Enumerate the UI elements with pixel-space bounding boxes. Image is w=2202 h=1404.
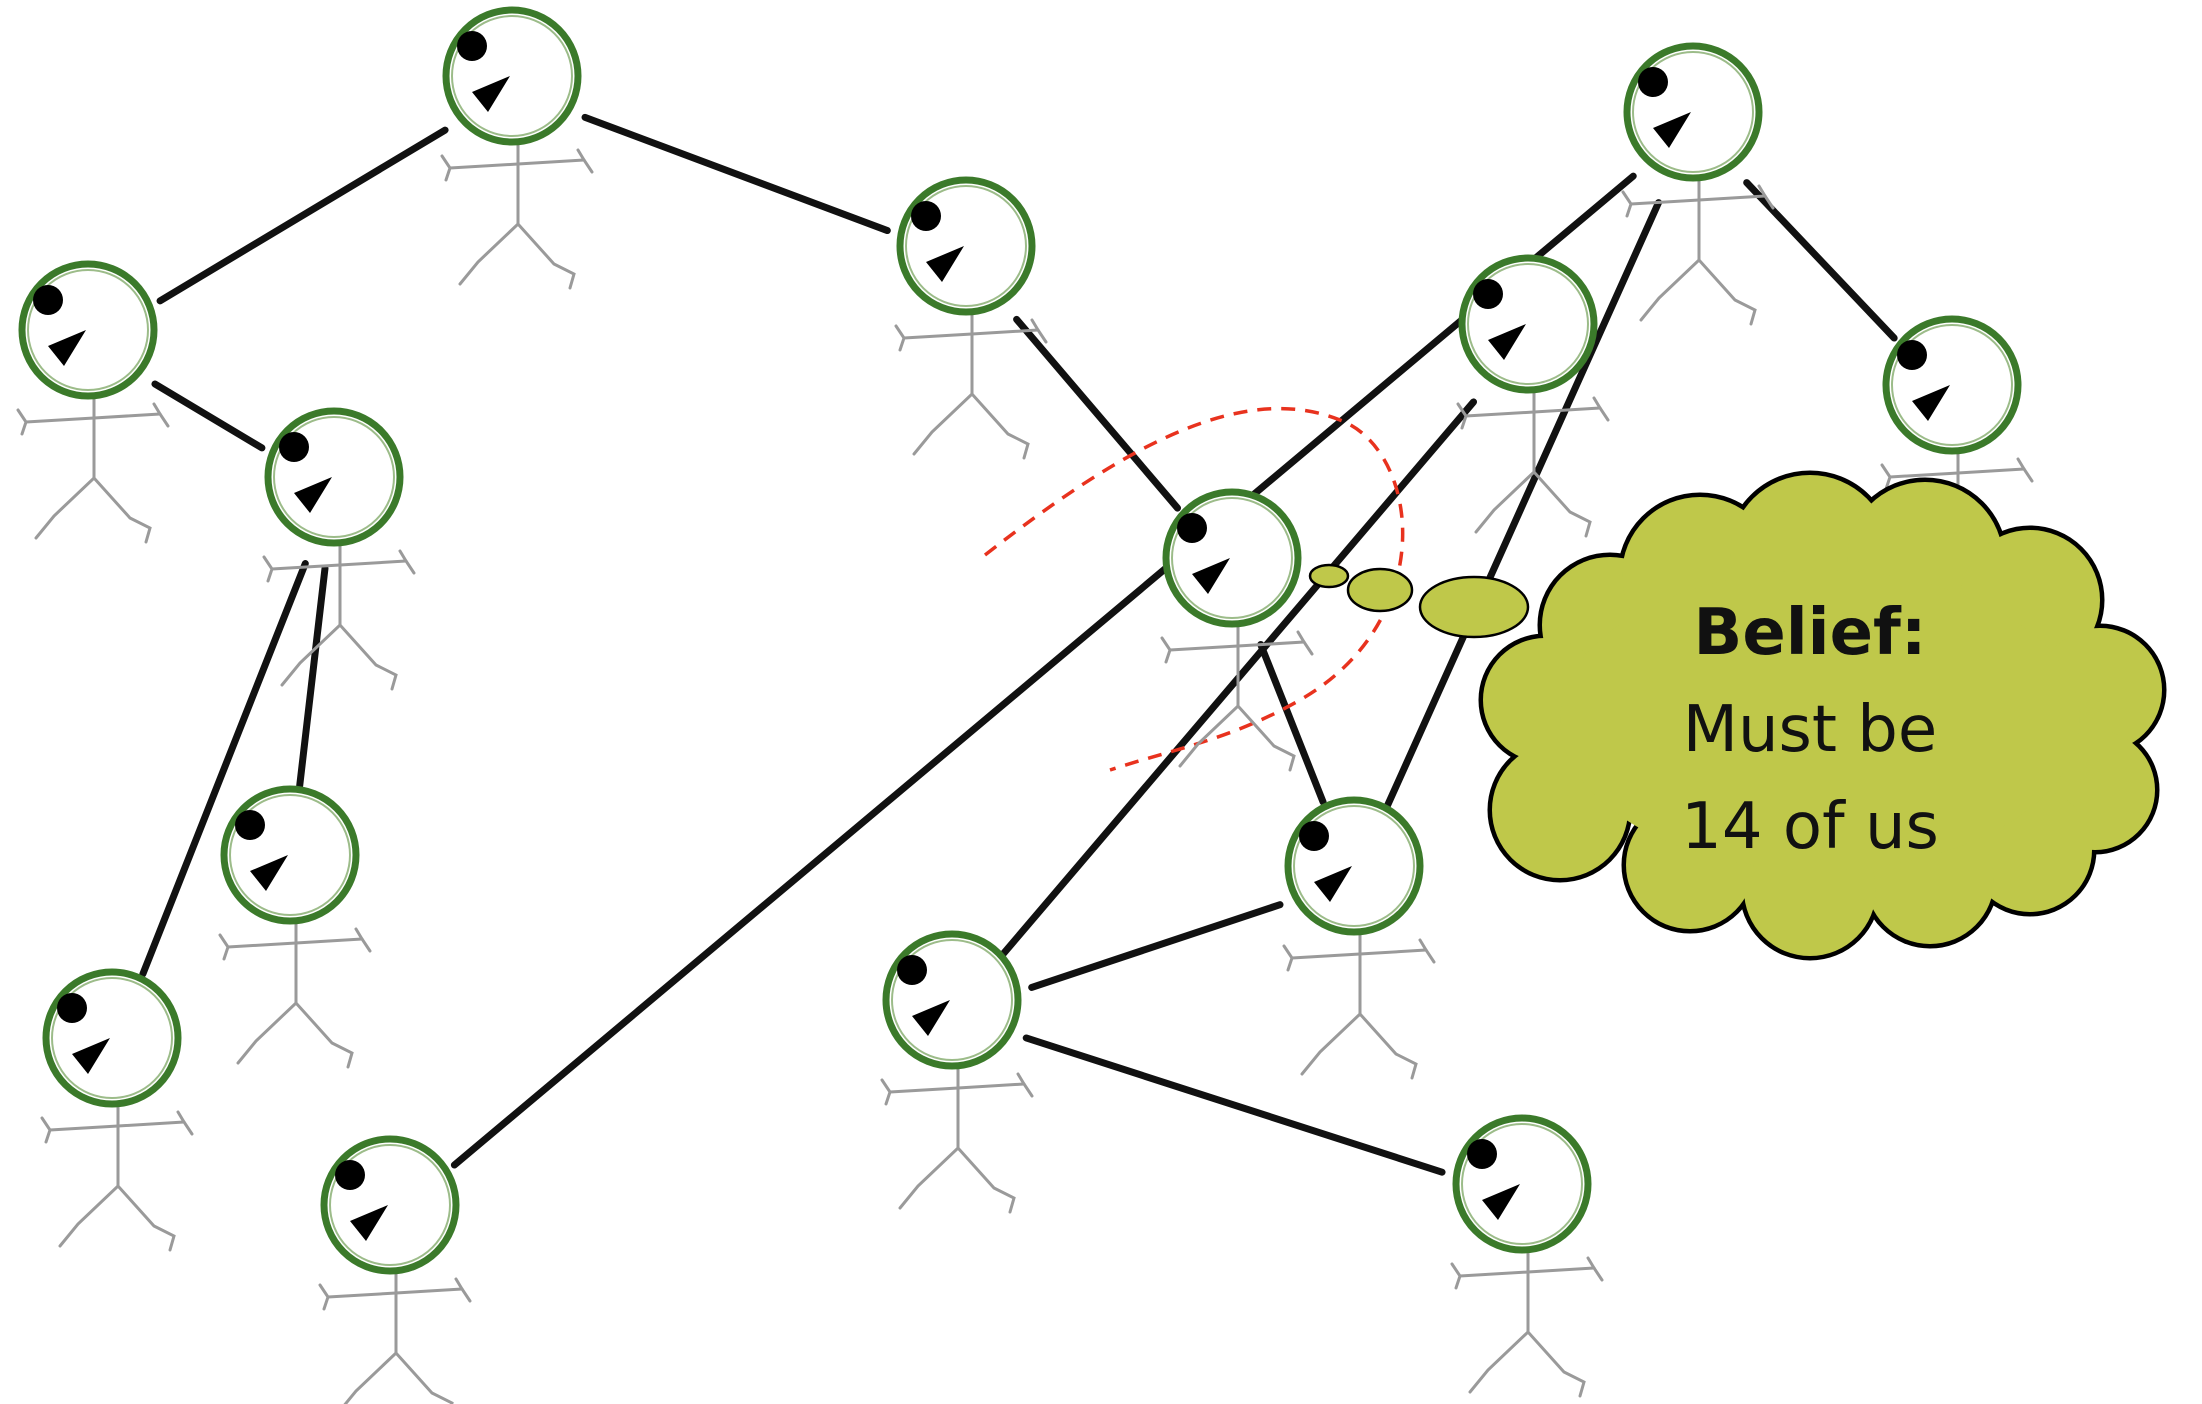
stick-body [1160, 622, 1314, 772]
mouth-wedge [350, 1205, 388, 1241]
person-node-n14 [318, 1135, 472, 1404]
person-node-n9 [880, 930, 1034, 1214]
edge-line-1 [156, 126, 449, 305]
eye-dot [457, 31, 487, 61]
people-nodes [16, 6, 2034, 1404]
head-circle [1162, 488, 1302, 628]
stick-body [262, 541, 416, 691]
edge-line-8 [1028, 901, 1284, 991]
eye-dot [235, 810, 265, 840]
eye-dot [1467, 1139, 1497, 1169]
edge-line-13 [450, 172, 1637, 1169]
knowledge-horizon [983, 406, 1405, 772]
mouth-wedge [1912, 385, 1950, 421]
mouth-wedge [294, 477, 332, 513]
mouth-wedge [1192, 558, 1230, 594]
head-circle [442, 6, 582, 146]
head-circle [896, 176, 1036, 316]
stick-body [894, 310, 1048, 460]
stick-body [1450, 1248, 1604, 1398]
edge-line-12 [1743, 179, 1898, 342]
bubble-line-1: Must be [1682, 693, 1938, 767]
head-circle [1284, 796, 1424, 936]
person-node-n5 [218, 785, 372, 1069]
stick-body [1456, 388, 1610, 538]
mouth-wedge [1488, 324, 1526, 360]
person-node-n11 [1456, 254, 1610, 538]
edge-line-4 [139, 560, 309, 978]
bubble-trail-3 [1418, 575, 1530, 639]
bubble-trail-2 [1346, 567, 1414, 613]
mouth-wedge [472, 76, 510, 112]
person-node-n4 [262, 407, 416, 691]
bubble-line-2: 14 of us [1681, 790, 1939, 864]
edge-line-3 [151, 380, 266, 452]
mouth-wedge [48, 330, 86, 366]
eye-dot [335, 1160, 365, 1190]
mouth-wedge [72, 1038, 110, 1074]
person-node-n7 [1160, 488, 1314, 772]
mouth-wedge [926, 246, 964, 282]
head-circle [1458, 254, 1598, 394]
eye-dot [1299, 821, 1329, 851]
head-circle [220, 785, 360, 925]
mouth-wedge [912, 1000, 950, 1036]
person-node-n3 [16, 260, 170, 544]
edge-line-9 [1022, 1034, 1446, 1176]
person-node-n2 [894, 176, 1048, 460]
edge-line-6 [1013, 315, 1182, 512]
head-circle [42, 968, 182, 1108]
stick-body [40, 1102, 194, 1252]
head-circle [882, 930, 1022, 1070]
stick-body [440, 140, 594, 290]
mouth-wedge [1314, 866, 1352, 902]
bubble-text: Belief: Must be 14 of us [1600, 585, 2020, 876]
head-circle [264, 407, 404, 547]
mouth-wedge [1482, 1184, 1520, 1220]
eye-dot [1473, 279, 1503, 309]
stick-body [218, 919, 372, 1069]
bubble-heading: Belief: [1693, 596, 1927, 670]
thought-bubble [1308, 470, 2167, 961]
eye-dot [57, 993, 87, 1023]
person-node-n12 [1621, 42, 1775, 326]
mouth-wedge [250, 855, 288, 891]
horizon-dashed-line [983, 406, 1405, 772]
bubble-cloud [1478, 470, 2167, 961]
stick-body [1621, 176, 1775, 326]
person-node-n10 [1450, 1114, 1604, 1398]
eye-dot [897, 955, 927, 985]
bubble-trail-1 [1308, 563, 1350, 589]
connection-lines [139, 113, 1898, 1176]
head-circle [1882, 315, 2022, 455]
eye-dot [1897, 340, 1927, 370]
stick-body [16, 394, 170, 544]
edge-line-11 [1382, 199, 1663, 813]
head-circle [1623, 42, 1763, 182]
stick-body [880, 1064, 1034, 1214]
person-node-n1 [440, 6, 594, 290]
eye-dot [279, 432, 309, 462]
edge-line-5 [296, 564, 329, 790]
eye-dot [1177, 513, 1207, 543]
stick-body [318, 1269, 472, 1404]
eye-dot [1638, 67, 1668, 97]
head-circle [320, 1135, 460, 1275]
head-circle [1452, 1114, 1592, 1254]
head-circle [18, 260, 158, 400]
stick-body [1282, 930, 1436, 1080]
eye-dot [911, 201, 941, 231]
edge-line-2 [581, 113, 891, 235]
person-node-n8 [1282, 796, 1436, 1080]
person-node-n6 [40, 968, 194, 1252]
edge-line-7 [1257, 641, 1327, 806]
mouth-wedge [1653, 112, 1691, 148]
eye-dot [33, 285, 63, 315]
